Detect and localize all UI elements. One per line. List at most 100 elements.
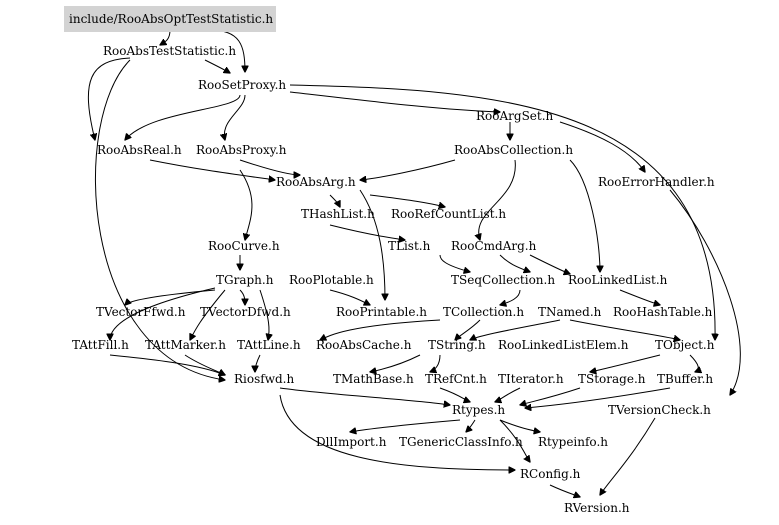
- edge-tnamed-tstring: [470, 319, 561, 340]
- node-hashtable[interactable]: RooHashTable.h: [613, 305, 713, 319]
- node-absreal[interactable]: RooAbsReal.h: [97, 143, 182, 157]
- node-absarg[interactable]: RooAbsArg.h: [276, 175, 356, 189]
- node-plotable[interactable]: RooPlotable.h: [289, 273, 374, 287]
- node-genclass[interactable]: TGenericClassInfo.h: [399, 435, 523, 449]
- edge-tbuffer-rtypes: [525, 387, 671, 408]
- edge-root-abstest: [160, 29, 171, 45]
- node-abstest[interactable]: RooAbsTestStatistic.h: [103, 44, 236, 58]
- node-titerator[interactable]: TIterator.h: [498, 372, 564, 386]
- edge-tgraph-vecd: [239, 289, 245, 305]
- edge-tcoll-abscache: [320, 319, 441, 340]
- node-rtypeinfo[interactable]: Rtypeinfo.h: [538, 435, 608, 449]
- edge-abstest-setproxy: [204, 59, 230, 73]
- node-curve[interactable]: RooCurve.h: [208, 239, 280, 253]
- edge-setproxy-absreal: [125, 94, 241, 140]
- node-mathbase[interactable]: TMathBase.h: [333, 372, 414, 386]
- node-tnamed[interactable]: TNamed.h: [538, 305, 602, 319]
- edge-absarg-refcount: [369, 194, 445, 207]
- node-tstring[interactable]: TString.h: [428, 338, 486, 352]
- node-tbuffer[interactable]: TBuffer.h: [657, 372, 713, 386]
- edge-tstorage-rtypes: [520, 387, 581, 405]
- edge-abscoll-linkedlist: [569, 159, 600, 272]
- edge-linkedlist-hashtable: [619, 289, 660, 305]
- edge-argset-abserr: [559, 121, 645, 172]
- edge-setproxy-argset: [289, 91, 500, 112]
- node-refcount[interactable]: RooRefCountList.h: [391, 207, 506, 221]
- edge-abserr-versioncheck: [669, 189, 741, 395]
- node-tgraph[interactable]: TGraph.h: [216, 273, 274, 287]
- edge-rtypes-rconfig: [499, 419, 530, 462]
- node-argset[interactable]: RooArgSet.h: [476, 109, 554, 123]
- edge-tstring-refcnt: [430, 354, 441, 372]
- edge-tstring-mathbase: [370, 354, 421, 372]
- edge-riosfwd-rtypes: [279, 387, 450, 405]
- edge-abscoll-cmdarg: [479, 159, 516, 240]
- node-linkedelem[interactable]: RooLinkedListElem.h: [498, 338, 629, 352]
- node-rversion[interactable]: RVersion.h: [564, 501, 630, 515]
- edge-tobject-tstorage: [590, 354, 661, 372]
- edges: [88, 29, 741, 497]
- edge-seqcoll-tcoll: [500, 289, 521, 305]
- edge-titerator-rtypes: [495, 387, 521, 402]
- node-abscache[interactable]: RooAbsCache.h: [316, 338, 412, 352]
- node-printable[interactable]: RooPrintable.h: [336, 305, 427, 319]
- node-rconfig[interactable]: RConfig.h: [520, 467, 581, 481]
- edge-cmdarg-seqcoll: [499, 254, 530, 272]
- node-versioncheck[interactable]: TVersionCheck.h: [608, 403, 711, 417]
- node-riosfwd[interactable]: Riosfwd.h: [234, 372, 294, 386]
- edge-absreal-absarg: [149, 159, 275, 180]
- edge-abstest-absreal: [88, 57, 131, 140]
- node-dllimport[interactable]: DllImport.h: [316, 435, 387, 449]
- node-seqcoll[interactable]: TSeqCollection.h: [451, 273, 555, 287]
- node-rtypes[interactable]: Rtypes.h: [452, 403, 505, 417]
- edge-absarg-printable: [359, 189, 385, 300]
- edge-tnamed-tobject: [569, 319, 680, 340]
- edge-attfill-riosfwd: [109, 354, 225, 375]
- edge-setproxy-absproxy: [224, 94, 246, 140]
- node-tobject[interactable]: TObject.h: [655, 338, 715, 352]
- root-node-box: [64, 6, 276, 32]
- node-linkedlist[interactable]: RooLinkedList.h: [568, 273, 668, 287]
- node-tstorage[interactable]: TStorage.h: [578, 372, 646, 386]
- node-setproxy[interactable]: RooSetProxy.h: [198, 78, 286, 92]
- edge-plotable-printable: [329, 289, 370, 305]
- edge-absarg-thashlist: [329, 194, 340, 207]
- edge-tlist-seqcoll: [439, 254, 470, 272]
- node-tcoll[interactable]: TCollection.h: [443, 305, 524, 319]
- node-vecd[interactable]: TVectorDfwd.h: [200, 305, 291, 319]
- node-thashlist[interactable]: THashList.h: [301, 207, 375, 221]
- edge-refcnt-rtypes: [439, 387, 470, 402]
- edge-abscoll-absarg: [360, 159, 456, 180]
- node-attfill[interactable]: TAttFill.h: [72, 338, 129, 352]
- edge-attmarker-riosfwd: [184, 354, 225, 375]
- edge-attline-riosfwd: [255, 354, 261, 372]
- node-vecf[interactable]: TVectorFfwd.h: [96, 305, 186, 319]
- edge-tgraph-attfill: [110, 287, 216, 340]
- edge-tcoll-tstring: [455, 319, 481, 340]
- edge-riosfwd-rconfig: [279, 394, 515, 470]
- node-refcnt[interactable]: TRefCnt.h: [425, 372, 487, 386]
- edge-thashlist-tlist: [329, 224, 405, 240]
- edge-absproxy-absarg: [239, 159, 300, 175]
- node-root[interactable]: include/RooAbsOptTestStatistic.h: [69, 12, 273, 26]
- node-tlist[interactable]: TList.h: [388, 239, 431, 253]
- edge-setproxy-tobject: [289, 84, 715, 340]
- node-attline[interactable]: TAttLine.h: [237, 338, 301, 352]
- edge-absreal-curve: [239, 169, 253, 240]
- node-abscoll[interactable]: RooAbsCollection.h: [454, 143, 573, 157]
- edge-tgraph-attmarker: [190, 289, 226, 340]
- edge-rtypes-genclass: [466, 419, 476, 432]
- node-abserr[interactable]: RooErrorHandler.h: [598, 175, 715, 189]
- edge-rtypes-dllimport: [350, 419, 461, 432]
- edge-rconfig-rversion: [549, 484, 580, 497]
- node-cmdarg[interactable]: RooCmdArg.h: [451, 239, 537, 253]
- edge-abstest-riosfwd: [94, 59, 225, 380]
- node-attmarker[interactable]: TAttMarker.h: [145, 338, 226, 352]
- edge-cmdarg-linkedlist: [529, 254, 570, 274]
- edge-tgraph-vecf: [125, 289, 216, 305]
- node-absproxy[interactable]: RooAbsProxy.h: [196, 143, 287, 157]
- nodes: include/RooAbsOptTestStatistic.h RooAbsT…: [69, 12, 715, 515]
- edge-versioncheck-rversion: [600, 417, 656, 495]
- edge-rtypes-rtypeinfo: [499, 419, 540, 432]
